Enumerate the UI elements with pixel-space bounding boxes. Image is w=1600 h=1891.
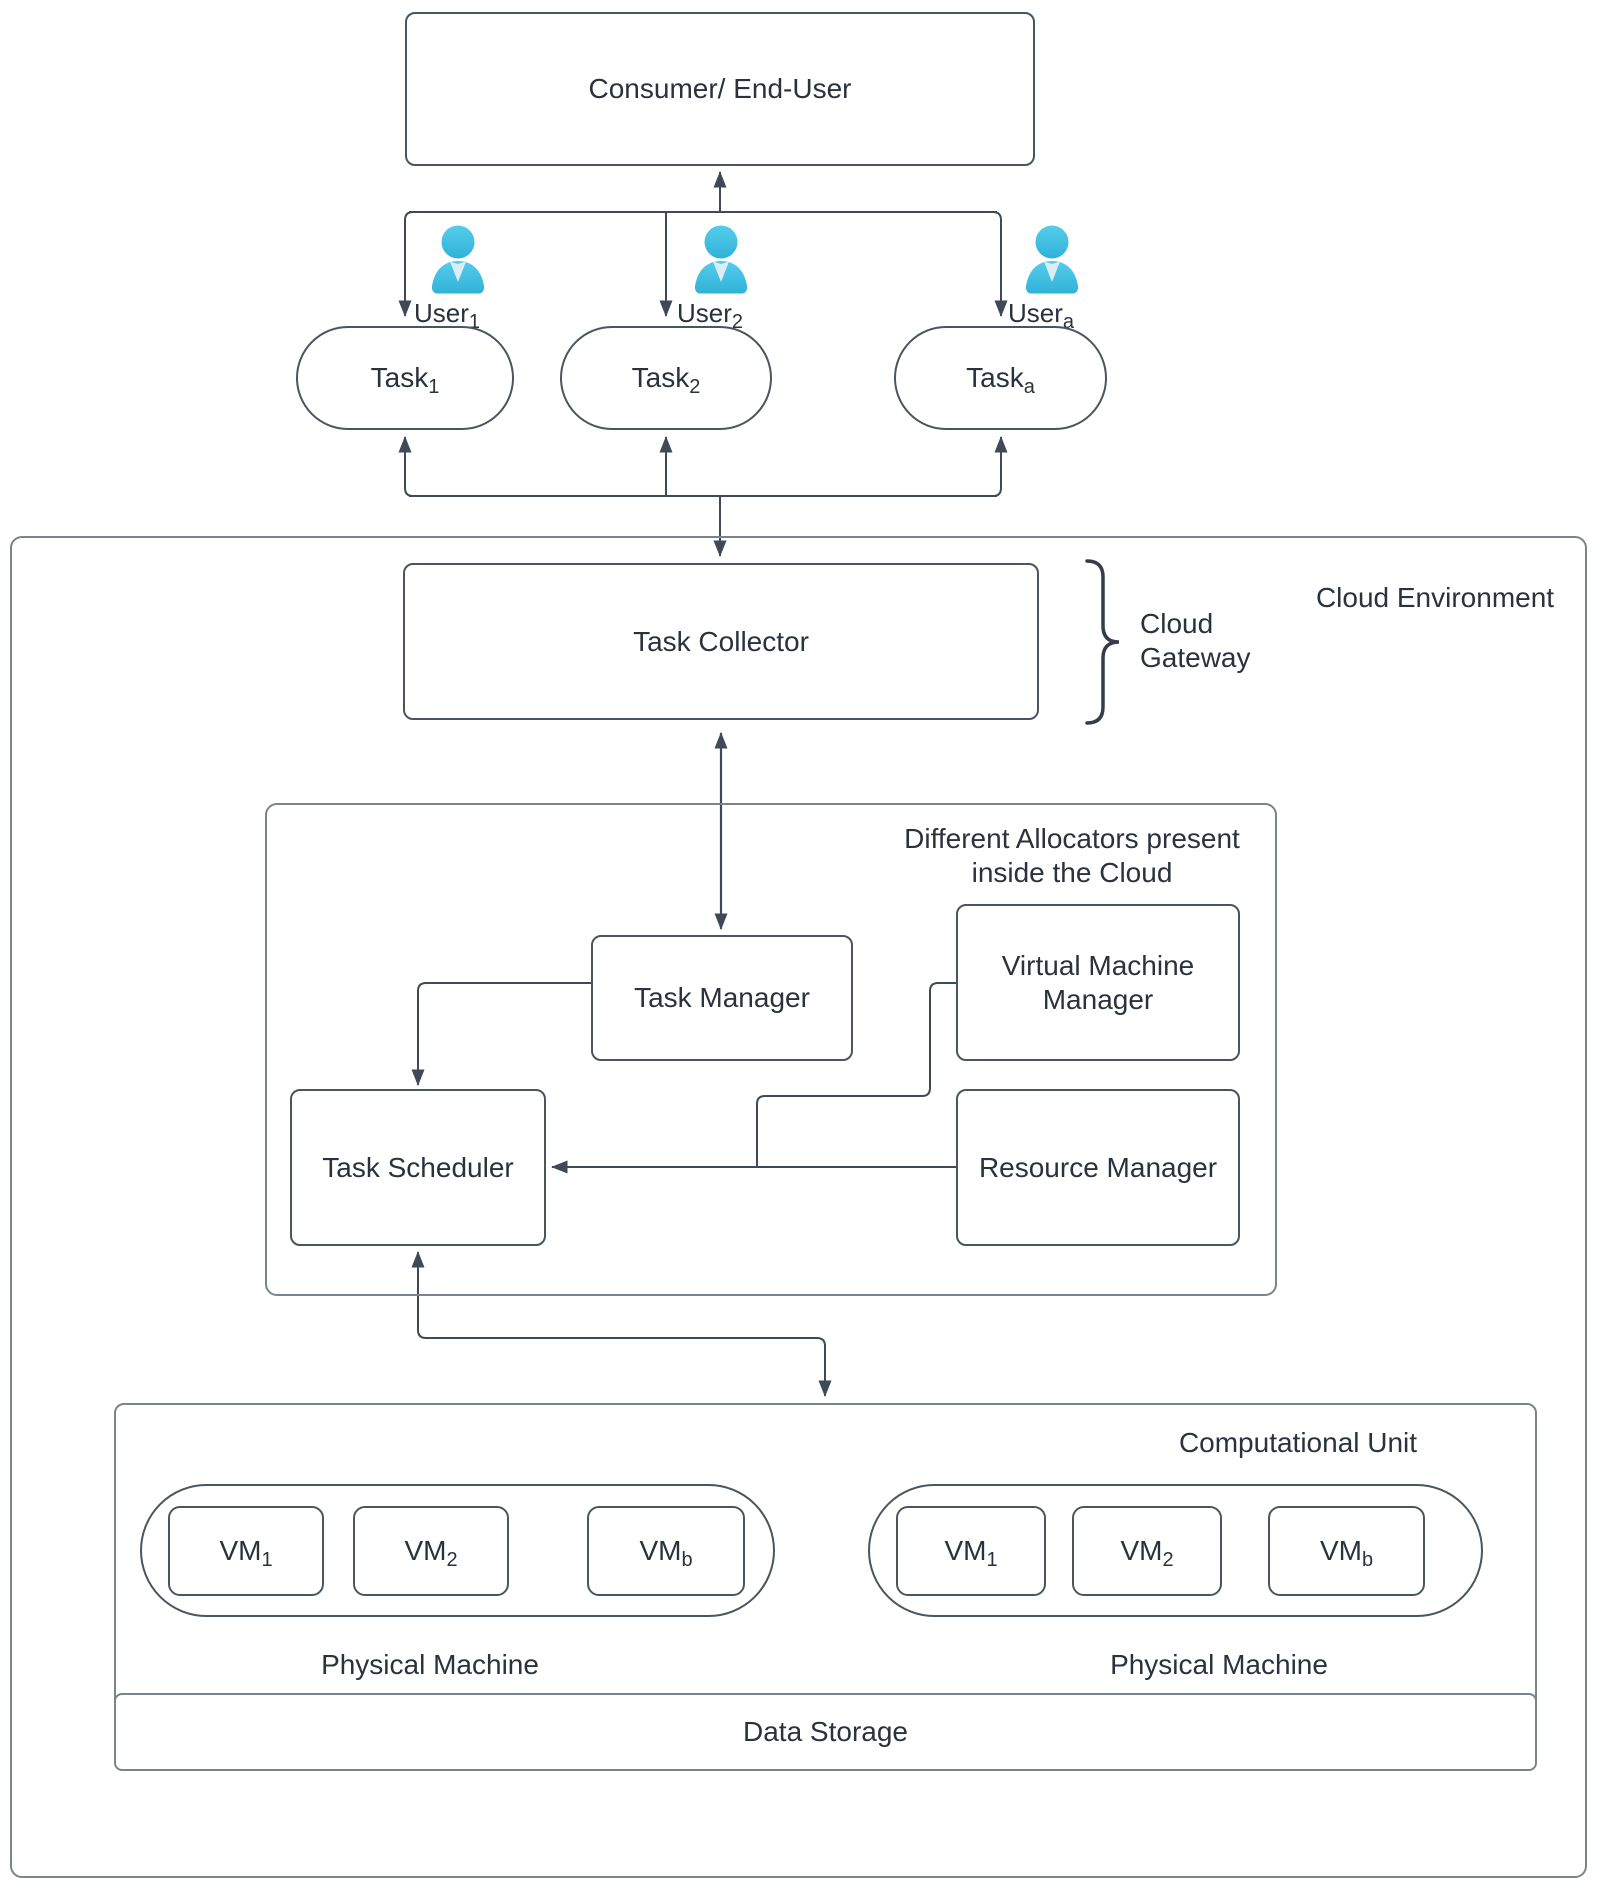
task2-node: Task2	[560, 326, 772, 430]
physical-machine-2-label: Physical Machine	[1110, 1649, 1328, 1680]
task1-node: Task1	[296, 326, 514, 430]
pm1-vmb-box: VMb	[587, 1506, 745, 1596]
computational-unit-label: Computational Unit	[1178, 1427, 1418, 1458]
cloud-gateway-label: Cloud Gateway	[1140, 608, 1251, 673]
physical-machine-1-label: Physical Machine	[321, 1649, 539, 1680]
taska-node: Taska	[894, 326, 1107, 430]
pm2-vm1-label: VM1	[944, 1535, 998, 1571]
task2-label: Task2	[631, 362, 701, 398]
pm2-vm1-box: VM1	[896, 1506, 1046, 1596]
virtual-machine-manager-label: Virtual Machine Manager	[1001, 949, 1195, 1015]
pm2-vm2-box: VM2	[1072, 1506, 1222, 1596]
arrow-usera-to-taska	[992, 211, 1008, 317]
user1-icon	[431, 225, 485, 294]
data-storage-bar: Data Storage	[114, 1693, 1537, 1771]
arrow-into-task1	[398, 436, 414, 497]
resource-manager-box: Resource Manager	[956, 1089, 1240, 1246]
usera-icon	[1025, 225, 1079, 294]
allocators-container	[265, 803, 1277, 1296]
cloud-environment-container	[10, 536, 1587, 1878]
pm1-vm1-label: VM1	[219, 1535, 273, 1571]
pm2-vm2-label: VM2	[1120, 1535, 1174, 1571]
pm1-vmb-label: VMb	[639, 1535, 693, 1571]
task-collector-label: Task Collector	[633, 625, 809, 657]
resource-manager-label: Resource Manager	[978, 1151, 1218, 1183]
pm2-vmb-label: VMb	[1319, 1535, 1374, 1571]
arrow-user1-to-task1	[398, 211, 414, 317]
data-storage-label: Data Storage	[743, 1716, 908, 1747]
task-scheduler-box: Task Scheduler	[290, 1089, 546, 1246]
physical-machine-2	[868, 1484, 1483, 1617]
task-manager-box: Task Manager	[591, 935, 853, 1061]
usera-label: Usera	[1008, 298, 1075, 333]
pm1-vm2-label: VM2	[404, 1535, 458, 1571]
taska-label: Taska	[966, 362, 1035, 398]
cloud-environment-label: Cloud Environment	[1315, 582, 1555, 613]
user1-label: User1	[414, 298, 481, 333]
virtual-machine-manager-box: Virtual Machine Manager	[956, 904, 1240, 1061]
task1-label: Task1	[370, 362, 440, 398]
task-manager-label: Task Manager	[634, 982, 810, 1013]
task-collector-box: Task Collector	[403, 563, 1039, 720]
consumer-end-user-box: Consumer/ End-User	[405, 12, 1035, 166]
pm1-vm1-box: VM1	[168, 1506, 324, 1596]
pm1-vm2-box: VM2	[353, 1506, 509, 1596]
user2-icon	[694, 225, 748, 294]
user2-label: User2	[677, 298, 744, 333]
consumer-end-user-label: Consumer/ End-User	[588, 73, 852, 104]
task-scheduler-label: Task Scheduler	[322, 1151, 514, 1183]
physical-machine-1	[140, 1484, 775, 1617]
pm2-vmb-box: VMb	[1268, 1506, 1425, 1596]
allocators-note: Different Allocators present inside the …	[904, 823, 1240, 888]
arrow-into-taska	[992, 436, 1008, 497]
